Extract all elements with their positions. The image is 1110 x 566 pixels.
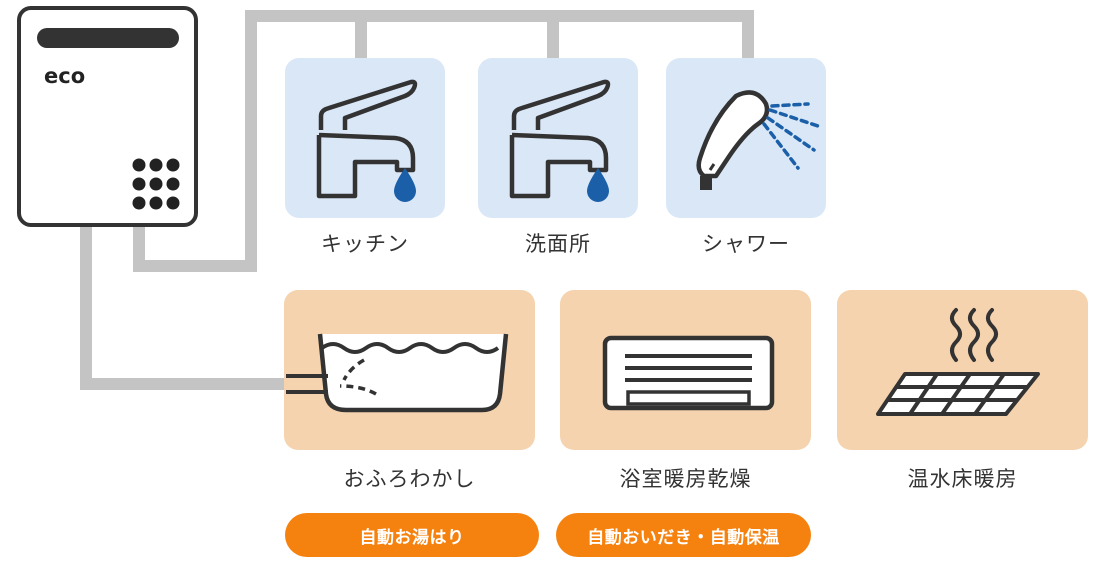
feature-badge-auto-reheat: 自動おいだき・自動保温 (556, 513, 811, 557)
tile-floor-heating (837, 290, 1088, 450)
label-bathroom-dryer: 浴室暖房乾燥 (619, 467, 752, 491)
faucet-icon (509, 79, 611, 202)
pipe-bath-supply (80, 226, 288, 390)
label-shower: シャワー (702, 232, 790, 256)
feature-badge-auto-fill: 自動お湯はり (285, 513, 539, 557)
bathroom-heater-icon (602, 335, 775, 411)
label-floor-heating: 温水床暖房 (907, 467, 1018, 491)
heater-brand-label: eco (44, 64, 86, 88)
steam-icon (950, 308, 998, 362)
floor-heating-icon (876, 308, 1040, 416)
shower-head-icon (696, 90, 820, 190)
faucet-icon (316, 79, 418, 202)
pipe-top-supply (133, 10, 754, 272)
bathtub-icon (286, 333, 509, 413)
control-buttons-icon (132, 158, 180, 210)
label-washroom: 洗面所 (525, 232, 591, 256)
label-kitchen: キッチン (321, 232, 409, 256)
label-bath-reheat: おふろわかし (343, 467, 476, 491)
